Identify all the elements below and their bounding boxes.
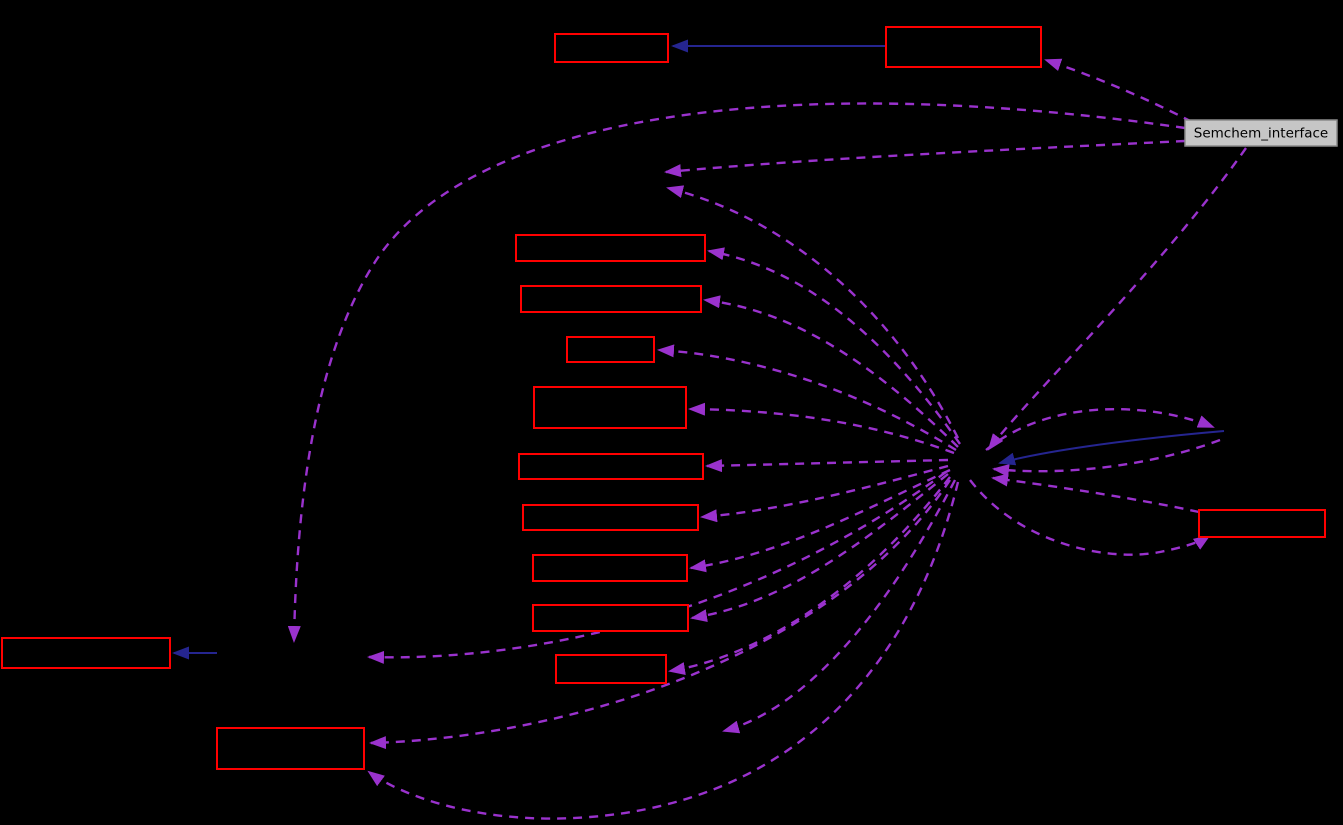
- graph-node-box-d[interactable]: [520, 285, 702, 313]
- graph-node-box-l[interactable]: [1, 637, 171, 669]
- graph-node-box-m[interactable]: [216, 727, 365, 770]
- graph-edge-hidden-hub-to-hidden-node4: [985, 407, 1215, 451]
- graph-node-box-n[interactable]: [1198, 509, 1326, 538]
- graph-node-box-b[interactable]: [885, 26, 1042, 68]
- graph-edge-hidden-hub-to-box-d: [703, 295, 959, 448]
- graph-node-box-i[interactable]: [532, 554, 688, 582]
- graph-node-box-a[interactable]: [554, 33, 669, 63]
- graph-edge-hidden-hub-to-hidden-node3: [666, 185, 960, 439]
- current-node-box: [1184, 119, 1338, 147]
- graph-node-box-h[interactable]: [522, 504, 699, 531]
- graph-edge-semchem-interface-to-hidden-node3: [664, 139, 1186, 178]
- graph-node-box-j[interactable]: [532, 604, 689, 632]
- nodes-layer: Semchem_interface: [1, 26, 1338, 770]
- graph-edge-semchem-interface-to-hidden-hub: [987, 147, 1247, 451]
- graph-edge-semchem-interface-to-hidden-node2: [287, 102, 1186, 643]
- graph-edge-hidden-hub-to-box-h: [700, 464, 949, 523]
- graph-edge-hidden-hub-to-hidden-node5: [722, 479, 957, 734]
- graph-node-box-e[interactable]: [566, 336, 655, 363]
- graph-node-box-k[interactable]: [555, 654, 667, 684]
- graph-edge-hidden-node4-to-hidden-hub: [992, 438, 1221, 478]
- graph-node-semchem-interface: Semchem_interface: [1184, 119, 1338, 147]
- graph-edge-semchem-interface-to-box-b: [1044, 58, 1193, 124]
- graph-edge-hidden-hub-to-box-c: [707, 247, 961, 445]
- graph-node-box-g[interactable]: [518, 453, 704, 480]
- current-node-label: Semchem_interface: [1194, 126, 1328, 142]
- graph-node-box-c[interactable]: [515, 234, 706, 262]
- graph-edge-hidden-hub-to-box-g: [705, 458, 949, 473]
- graph-edge-hidden-hub-to-box-i: [689, 468, 951, 573]
- graph-edge-hidden-hub-to-box-e: [657, 344, 957, 452]
- graph-edge-hidden-hub-to-box-n: [969, 479, 1211, 556]
- edges-layer: [172, 39, 1247, 820]
- graph-edge-box-n-to-hidden-hub: [991, 473, 1200, 514]
- graph-edge-hidden-node4-to-hidden-hub: [998, 430, 1225, 466]
- graph-node-box-f[interactable]: [533, 386, 687, 429]
- graph-edge-hidden-hub-to-box-m: [367, 481, 960, 820]
- graph-edge-hidden-hub-to-hidden-node2: [367, 471, 947, 664]
- graph-edge-hidden-hub-to-box-j: [690, 473, 949, 623]
- graph-edge-hidden-hub-to-box-f: [688, 402, 955, 455]
